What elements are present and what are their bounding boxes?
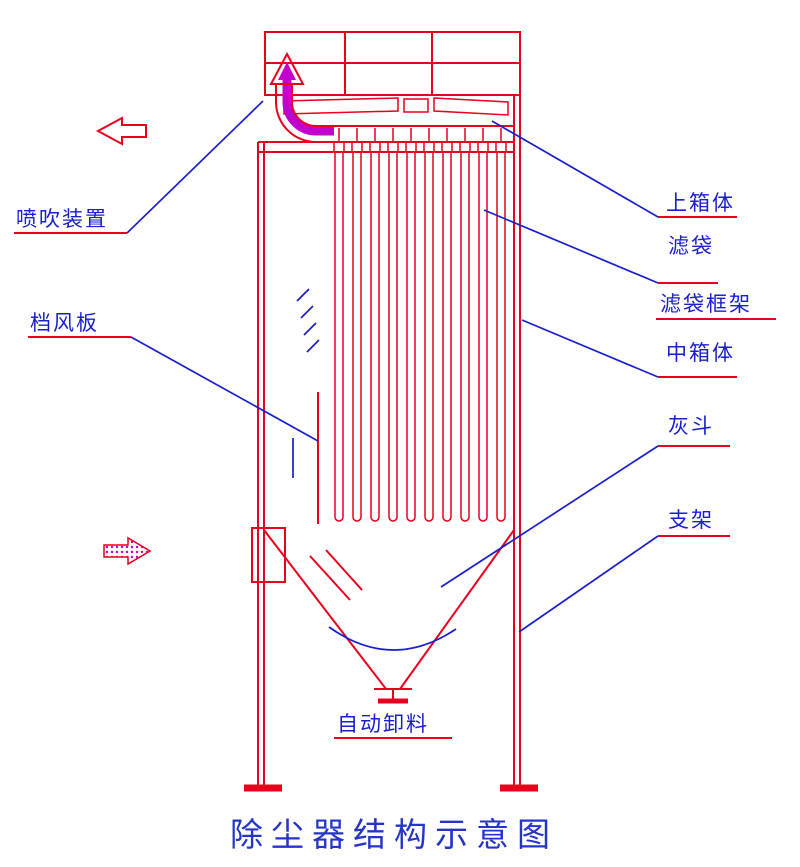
leader-support: [518, 535, 659, 633]
venturi-ticks: [338, 128, 502, 142]
flow-dashes: [296, 288, 320, 353]
blow-pipe-strip: [433, 97, 509, 116]
filter-bag: [406, 153, 416, 522]
callout-support-label: 支架: [668, 509, 714, 532]
upper-box: [264, 31, 521, 96]
filter-bag: [370, 153, 380, 522]
pulse-pipe: [269, 51, 334, 143]
filter-bag: [352, 153, 362, 522]
tube-sheet: [258, 125, 514, 153]
callout-auto-discharge-label: 自动卸料: [337, 713, 429, 736]
outlet-arrow-icon: [95, 116, 147, 146]
diagram-title: 除尘器结构示意图: [230, 815, 558, 854]
hopper-baffle-line: [325, 549, 363, 591]
leader-filter-bag: [483, 209, 659, 284]
filter-bag: [478, 153, 488, 522]
filter-bags: [334, 153, 506, 522]
inlet-box: [251, 527, 286, 583]
leader-blow-device: [126, 100, 264, 234]
material-arc: [328, 626, 457, 651]
callout-middle-box-label: 中箱体: [666, 342, 735, 365]
inlet-arrow-icon: [103, 536, 152, 566]
pulse-jet-flow: [282, 74, 334, 136]
leader-lines: [126, 100, 659, 633]
discharge-flange: [374, 688, 412, 704]
hopper-baffle-line: [309, 555, 351, 601]
up-arrow-fill-icon: [278, 62, 296, 80]
leader-middle-box: [521, 319, 659, 378]
blow-pipe-strip: [403, 98, 429, 113]
callout-labels: 喷吹装置 档风板 上箱体 滤袋 滤袋框架 中箱体 灰斗 支架 自动卸料: [16, 192, 752, 736]
callout-ash-hopper-label: 灰斗: [668, 415, 714, 438]
filter-bag: [442, 153, 452, 522]
callout-blow-device-label: 喷吹装置: [16, 208, 108, 231]
hopper-left-slope: [263, 529, 387, 690]
filter-bag: [424, 153, 434, 522]
elbow-inner: [291, 101, 317, 127]
up-arrow-icon: [269, 51, 305, 85]
filter-bag: [334, 153, 344, 522]
blow-pipe-strip: [283, 97, 399, 115]
callout-filter-bag-label: 滤袋: [668, 235, 714, 258]
hopper-right-slope: [399, 529, 515, 690]
bag-collar-ticks: [333, 142, 507, 152]
leader-upper-box: [491, 120, 659, 218]
wind-baffle: [292, 288, 320, 524]
filter-bag: [460, 153, 470, 522]
hopper: [263, 529, 515, 690]
callout-underlines: [14, 216, 776, 739]
callout-wind-baffle-label: 档风板: [30, 312, 99, 335]
casing-walls: [257, 95, 521, 786]
callout-bag-cage-label: 滤袋框架: [660, 293, 752, 316]
filter-bag: [388, 153, 398, 522]
leader-wind-baffle: [130, 336, 319, 442]
callout-upper-box-label: 上箱体: [666, 192, 735, 215]
filter-bag: [496, 153, 506, 522]
blow-pipes: [283, 97, 509, 116]
leader-ash-hopper: [440, 445, 659, 588]
